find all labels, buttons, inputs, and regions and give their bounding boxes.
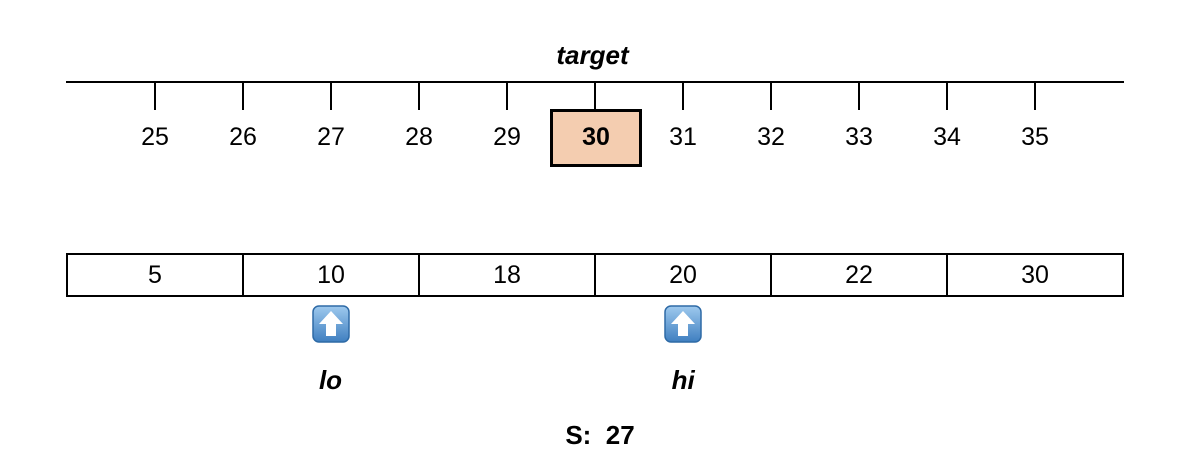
array-cell: 18 <box>420 255 596 295</box>
number-line-tick <box>506 82 508 110</box>
target-value: 30 <box>582 123 610 151</box>
number-line-tick <box>594 82 596 110</box>
target-label: target <box>556 40 629 70</box>
number-line-tick-label: 29 <box>493 123 521 151</box>
number-line-tick-label: 34 <box>933 123 961 151</box>
array-cell: 5 <box>68 255 244 295</box>
lo-pointer-up-arrow-icon <box>311 305 350 343</box>
number-line-tick <box>1034 82 1036 110</box>
number-line-tick-label: 26 <box>229 123 257 151</box>
number-line-tick <box>242 82 244 110</box>
sum-value: 27 <box>605 420 635 450</box>
number-line-tick <box>330 82 332 110</box>
sorted-array: 5 10 18 20 22 30 <box>66 253 1124 297</box>
number-line-tick <box>770 82 772 110</box>
number-line-tick <box>946 82 948 110</box>
hi-pointer-label: hi <box>671 365 695 395</box>
number-line-tick <box>682 82 684 110</box>
number-line-tick <box>858 82 860 110</box>
array-cell: 20 <box>596 255 772 295</box>
number-line-tick <box>418 82 420 110</box>
array-cell: 30 <box>1021 260 1049 289</box>
number-line-tick-label: 25 <box>141 123 169 151</box>
number-line-tick-label: 35 <box>1021 123 1049 151</box>
array-cell: 10 <box>244 255 420 295</box>
number-line-tick-label: 27 <box>317 123 345 151</box>
sum-label: S: <box>565 420 592 450</box>
array-cell: 22 <box>772 255 948 295</box>
sum-readout: S: 27 <box>520 420 680 450</box>
hi-pointer-up-arrow-icon <box>664 305 702 343</box>
number-line-tick-label: 32 <box>757 123 785 151</box>
number-line-tick-label: 28 <box>405 123 433 151</box>
target-highlight-box <box>550 109 642 167</box>
number-line-tick-label: 33 <box>845 123 873 151</box>
number-line-tick <box>154 82 156 110</box>
lo-pointer-label: lo <box>318 365 343 395</box>
number-line-tick-label: 31 <box>669 123 697 151</box>
